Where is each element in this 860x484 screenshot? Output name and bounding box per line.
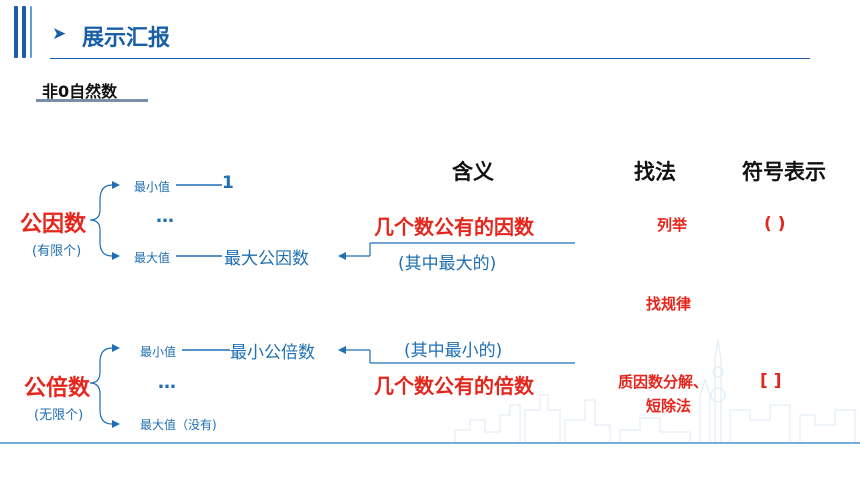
arrow-icon: ➤ — [52, 24, 67, 44]
gcf-ellipsis: … — [156, 206, 174, 227]
lcm-min-label: 最小值 — [140, 345, 177, 359]
column-notation: 符号表示 — [742, 160, 826, 184]
lcm-sub-note: (其中最小的) — [404, 341, 503, 361]
gcf-min-label: 最小值 — [134, 180, 171, 194]
gcf-name: 公因数 — [20, 212, 87, 237]
column-method: 找法 — [634, 160, 676, 184]
gcf-max-label: 最大值 — [134, 251, 171, 265]
gcf-symbol: ( ) — [764, 214, 786, 234]
header-decoration — [14, 6, 44, 58]
lcm-name: 公倍数 — [24, 376, 91, 401]
tag-underline — [36, 99, 148, 102]
natural-number-tag: 非0自然数 — [42, 82, 118, 101]
lcm-method-line1: 质因数分解、 — [618, 373, 709, 391]
lcm-max-label: 最大值（没有) — [140, 418, 217, 432]
gcf-method: 列举 — [657, 216, 688, 234]
lcm-min-value: 最小公倍数 — [230, 343, 315, 363]
gcf-min-value: 1 — [222, 173, 234, 193]
gcf-max-value: 最大公因数 — [224, 249, 309, 269]
lcm-note: (无限个) — [34, 408, 84, 423]
lcm-symbol: [ ] — [760, 371, 782, 391]
column-meaning: 含义 — [452, 160, 494, 184]
pattern-method: 找规律 — [646, 295, 692, 313]
gcf-note: (有限个) — [32, 244, 82, 259]
gcf-sub-note: (其中最大的) — [398, 254, 497, 274]
gcf-definition: 几个数公有的因数 — [374, 215, 534, 239]
lcm-definition: 几个数公有的倍数 — [374, 374, 534, 398]
lcm-ellipsis: … — [158, 372, 176, 393]
page-title: 展示汇报 — [82, 26, 171, 51]
header-rule — [50, 58, 810, 59]
lcm-method-line2: 短除法 — [646, 397, 692, 415]
